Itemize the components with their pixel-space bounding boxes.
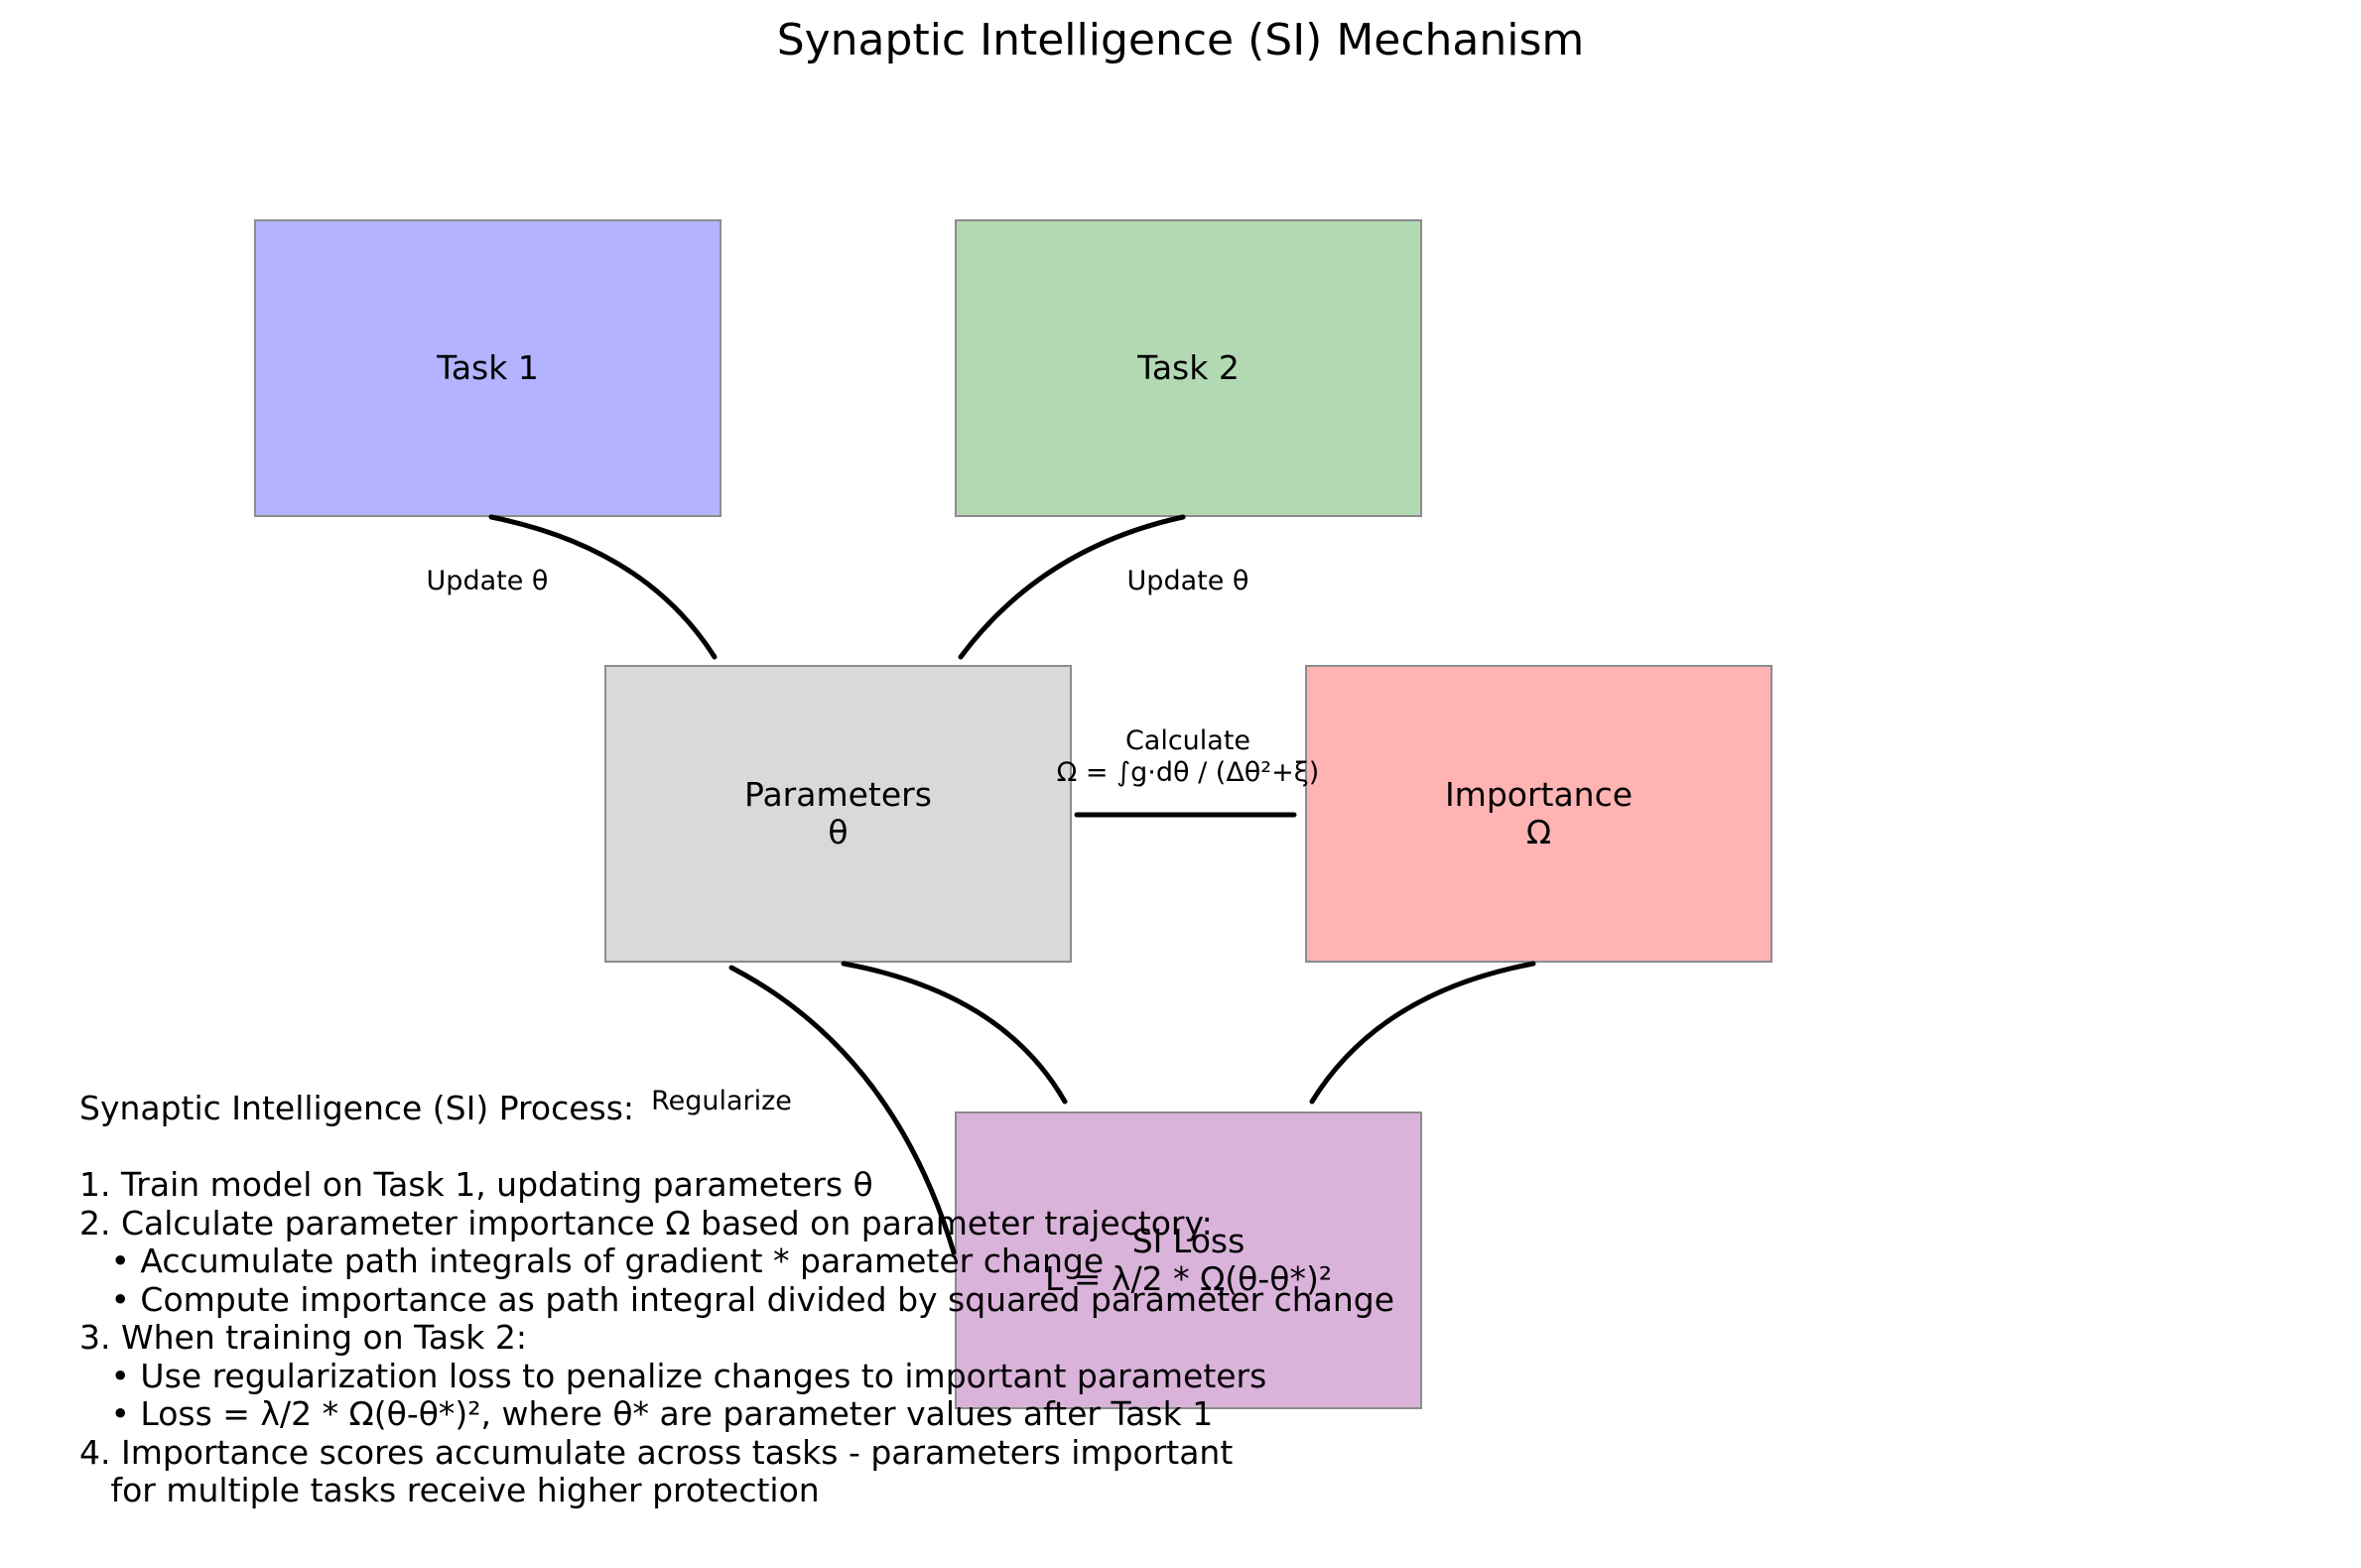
task2-label: Task 2 — [1137, 348, 1240, 387]
process-line: • Compute importance as path integral di… — [79, 1279, 1395, 1319]
parameters-box: Parameters θ — [604, 665, 1072, 963]
edge-label-task1-update: Update θ — [426, 566, 549, 596]
importance-box: Importance Ω — [1305, 665, 1772, 963]
diagram-title: Synaptic Intelligence (SI) Mechanism — [776, 15, 1585, 65]
process-heading: Synaptic Intelligence (SI) Process: — [79, 1089, 635, 1127]
si-loss-box: SI Loss L = λ/2 * Ω(θ-θ*)² — [955, 1111, 1422, 1409]
edge-parameters-to-si-loss — [841, 961, 1068, 1105]
process-line: • Accumulate path integrals of gradient … — [79, 1241, 1105, 1280]
edge-task2-to-parameters — [958, 514, 1186, 660]
edge-label-calculate: Calculate Ω = ∫g·dθ / (Δθ²+ξ) — [1056, 725, 1320, 788]
edge-task1-to-parameters — [488, 514, 718, 660]
edge-label-task2-update: Update θ — [1126, 566, 1249, 596]
process-line: • Use regularization loss to penalize ch… — [79, 1356, 1267, 1395]
process-line: • Loss = λ/2 * Ω(θ-θ*)², where θ* are pa… — [79, 1394, 1214, 1433]
task1-box: Task 1 — [254, 219, 721, 517]
edge-si-loss-to-parameters — [728, 965, 957, 1255]
edge-importance-to-si-loss — [1309, 961, 1536, 1105]
process-line: 4. Importance scores accumulate across t… — [79, 1432, 1234, 1472]
task1-label: Task 1 — [437, 348, 539, 387]
process-line: 1. Train model on Task 1, updating param… — [79, 1165, 873, 1204]
edge-label-regularize: Regularize — [651, 1086, 792, 1116]
process-line: for multiple tasks receive higher protec… — [79, 1471, 820, 1509]
si-loss-label: SI Loss L = λ/2 * Ω(θ-θ*)² — [1044, 1222, 1333, 1298]
process-line: 2. Calculate parameter importance Ω base… — [79, 1203, 1213, 1242]
parameters-label: Parameters θ — [744, 775, 932, 851]
importance-label: Importance Ω — [1444, 775, 1634, 851]
process-line: 3. When training on Task 2: — [79, 1318, 527, 1357]
process-description: Synaptic Intelligence (SI) Process: 1. T… — [79, 1089, 1395, 1510]
task2-box: Task 2 — [955, 219, 1422, 517]
